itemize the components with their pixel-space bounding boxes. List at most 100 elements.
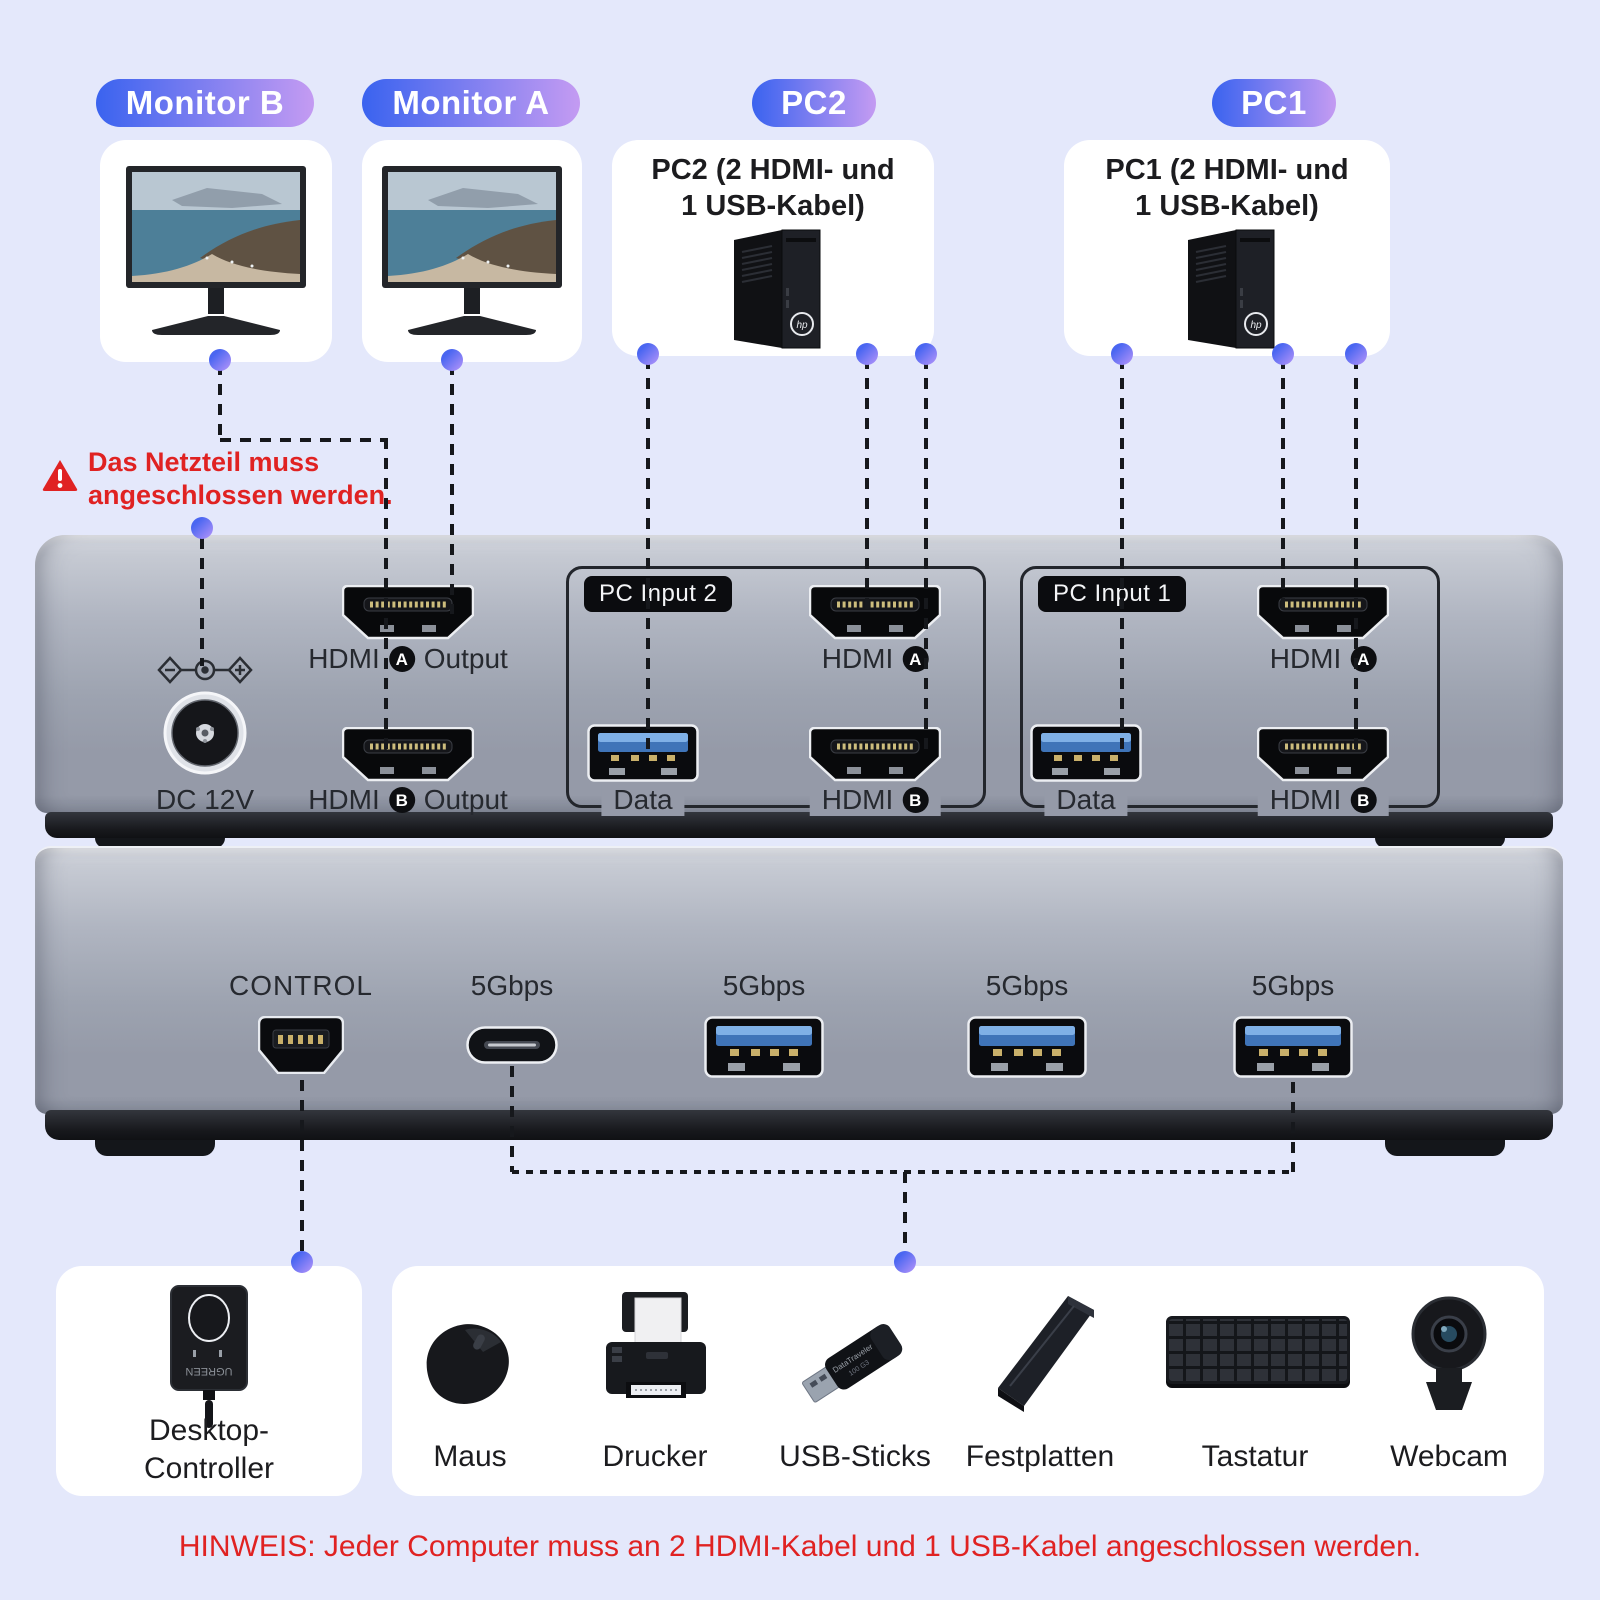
controller-label-line2: Controller: [143, 1452, 275, 1485]
pc1-logo: hp: [1250, 320, 1262, 331]
pc1-hdmi-a-port: [1257, 585, 1389, 640]
rear-unit-base: [45, 812, 1553, 838]
pc-input-2-chip: PC Input 2: [584, 576, 733, 612]
front-unit-foot-right: [1385, 1136, 1505, 1156]
festplatten-text: Festplatten: [965, 1440, 1115, 1473]
dc-jack-icon: [163, 691, 247, 775]
pc2-usb-line: [646, 358, 650, 754]
bottom-note: HINWEIS: Jeder Computer muss an 2 HDMI-K…: [0, 1530, 1600, 1564]
usb-a3-speed-text: 5Gbps: [1251, 970, 1335, 1001]
peripheral-label-maus: Maus: [433, 1440, 506, 1474]
usb-a1-speed-label: 5Gbps: [723, 970, 806, 1002]
pc1-hdmi-a-label: HDMI A: [1270, 643, 1377, 675]
hdmi-b-output-port: [342, 727, 474, 782]
pc2-logo: hp: [796, 320, 808, 331]
power-warning-line1: Das Netzteil muss: [88, 447, 320, 477]
hdmi-b-output-label: HDMI B Output: [308, 784, 508, 816]
desktop-controller-label: Desktop- Controller: [56, 1412, 362, 1488]
monitor-b-line-v2: [384, 438, 388, 758]
pc2-hdmi-b-label: HDMI B: [809, 784, 941, 816]
pc1-data-usb-port: [1030, 724, 1142, 782]
pc2-card-title: PC2 (2 HDMI- und 1 USB-Kabel): [612, 152, 934, 224]
peripheral-label-tastatur: Tastatur: [1202, 1440, 1309, 1474]
badge-monitor-b: Monitor B: [96, 79, 314, 127]
pc-input-1-chip: PC Input 1: [1038, 576, 1187, 612]
dc-12v-text: DC 12V: [155, 784, 255, 815]
pc2-card: PC2 (2 HDMI- und 1 USB-Kabel) hp: [612, 140, 934, 356]
badge-monitor-b-label: Monitor B: [125, 84, 285, 121]
hdmi-b-output-pre: HDMI: [308, 784, 380, 815]
pc2-usb-connector-dot: [637, 343, 659, 365]
keyboard-image: [1166, 1316, 1350, 1384]
front-unit-foot-left: [95, 1136, 215, 1156]
badge-pc1-label: PC1: [1241, 84, 1307, 121]
pc2-data-usb-port: [587, 724, 699, 782]
hdmi-a-output-post: Output: [423, 643, 508, 674]
usb-a-port-2: [967, 1016, 1087, 1078]
monitor-b-line-v1: [218, 364, 222, 440]
desktop-controller-card: UGREEN: [56, 1266, 362, 1496]
usb-c-speed-text: 5Gbps: [470, 970, 554, 1001]
hdmi-a-output-label: HDMI A Output: [308, 643, 508, 675]
pc1-usb-connector-dot: [1111, 343, 1133, 365]
pc2-title-line2: 1 USB-Kabel): [681, 190, 865, 222]
pc-input-1-chip-text: PC Input 1: [1053, 580, 1172, 607]
pc1-hdmi-b-port: [1257, 727, 1389, 782]
peripherals-drop-line: [903, 1172, 907, 1252]
monitor-b-line-h: [220, 438, 388, 442]
pc2-hdmi-a-label: HDMI A: [822, 643, 929, 675]
usb-a3-speed-label: 5Gbps: [1252, 970, 1335, 1002]
pc2-data-label: Data: [601, 784, 685, 816]
usb-a-port-3: [1233, 1016, 1353, 1078]
monitor-a-image: [382, 166, 562, 335]
power-warning: Das Netzteil muss angeschlossen werden.: [88, 446, 393, 512]
pc2-data-text: Data: [613, 784, 673, 815]
controller-brand-text: UGREEN: [185, 1365, 232, 1377]
pc1-hdmi-b-pre: HDMI: [1269, 784, 1342, 815]
usb-c-speed-label: 5Gbps: [471, 970, 554, 1002]
hdmi-a-output-pre: HDMI: [308, 643, 380, 674]
mouse-image: [426, 1324, 509, 1404]
pc2-hdmi-a-port: [809, 585, 941, 640]
monitor-b-image: [126, 166, 306, 335]
pc2-hdmi-a-line: [865, 358, 869, 614]
pc1-data-label: Data: [1044, 784, 1128, 816]
webcam-image: [1411, 1296, 1487, 1410]
pc1-card: PC1 (2 HDMI- und 1 USB-Kabel) hp: [1064, 140, 1390, 356]
hdmi-b-circle: B: [388, 787, 415, 813]
peripherals-connector-dot: [894, 1251, 916, 1273]
badge-monitor-a: Monitor A: [362, 79, 580, 127]
pc1-title-line1: PC1 (2 HDMI- und: [1105, 154, 1349, 186]
warning-icon: [42, 460, 78, 491]
pc2-hdmi-a-connector-dot: [856, 343, 878, 365]
pc1-hdmi-b-circle: B: [1350, 787, 1377, 813]
pc1-hdmi-b-line: [1354, 358, 1358, 756]
monitor-b-card: [100, 140, 332, 362]
power-connector-dot: [191, 517, 213, 539]
drucker-text: Drucker: [602, 1440, 708, 1473]
control-label: CONTROL: [229, 970, 373, 1002]
webcam-text: Webcam: [1390, 1440, 1508, 1473]
pc2-hdmi-b-port: [809, 727, 941, 782]
mini-usb-control-port: [258, 1016, 344, 1074]
power-warning-line2: angeschlossen werden.: [88, 480, 393, 510]
hdmi-b-output-post: Output: [423, 784, 508, 815]
pc2-hdmi-b-line: [924, 358, 928, 756]
power-line: [200, 538, 204, 666]
badge-pc2-label: PC2: [781, 84, 847, 121]
control-text: CONTROL: [229, 970, 373, 1001]
controller-line: [300, 1080, 304, 1254]
pc2-hdmi-b-circle: B: [902, 787, 929, 813]
badge-pc2: PC2: [752, 79, 876, 127]
pc2-hdmi-a-circle: A: [902, 646, 929, 672]
tastatur-text: Tastatur: [1201, 1440, 1309, 1473]
pc2-tower-image: hp: [734, 229, 821, 349]
controller-connector-dot: [291, 1251, 313, 1273]
pc2-title-line1: PC2 (2 HDMI- und: [651, 154, 895, 186]
bottom-note-text: HINWEIS: Jeder Computer muss an 2 HDMI-K…: [178, 1530, 1422, 1563]
hdmi-a-output-port: [342, 585, 474, 640]
pc2-hdmi-b-pre: HDMI: [821, 784, 894, 815]
usb-a3-line: [1291, 1082, 1295, 1172]
hard-drive-image: [998, 1296, 1094, 1412]
